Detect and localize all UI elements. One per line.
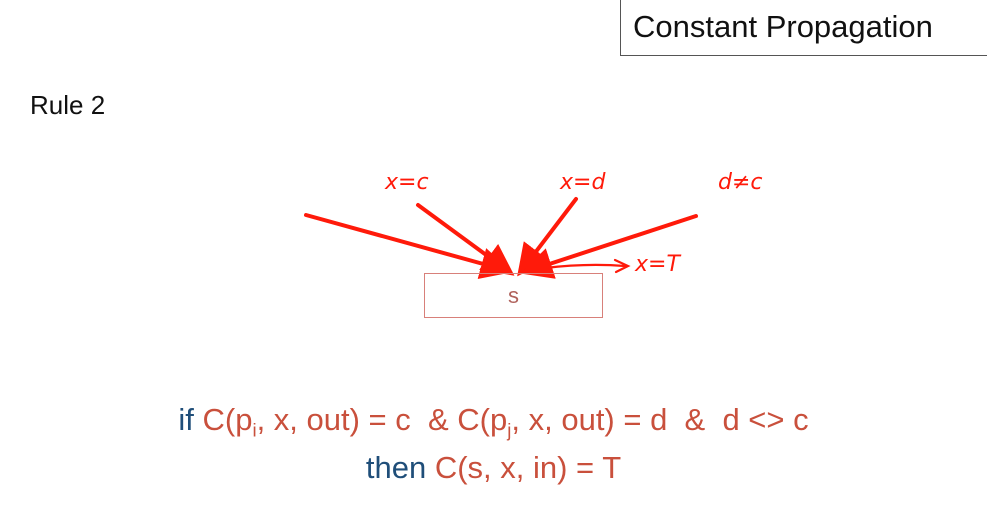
c1-sub: i [252,419,257,441]
statement-label: s [508,282,519,308]
slide-title-text: Constant Propagation [633,8,933,44]
annotation-pred-i: x=c [385,170,429,195]
c2-pre: C(p [457,402,508,437]
then-keyword: then [365,450,427,485]
then-expr: C(s, x, in) = T [434,450,622,485]
rule-label: Rule 2 [30,90,106,120]
statement-box: s [424,273,603,318]
c2-post: , x, out) = d & d <> c [511,402,809,437]
annotation-pred-j: x=d [560,170,606,195]
result-arrow-icon [543,258,631,274]
arrow-far-right [520,214,698,279]
slide-title: Constant Propagation [620,0,987,56]
c1-pre: C(p [202,402,253,437]
formula-line-1: if C(pi, x, out) = c & C(pj, x, out) = d… [0,402,987,442]
formula-line-2: then C(s, x, in) = T [0,450,987,486]
annotation-result: x=T [635,252,680,277]
c1-post: , x, out) = c & [256,402,458,437]
if-keyword: if [178,402,194,437]
annotation-condition: d≠c [718,170,763,195]
c2-sub: j [507,419,512,441]
arrow-far-left [304,213,513,280]
arrow-pred-i [416,203,515,276]
